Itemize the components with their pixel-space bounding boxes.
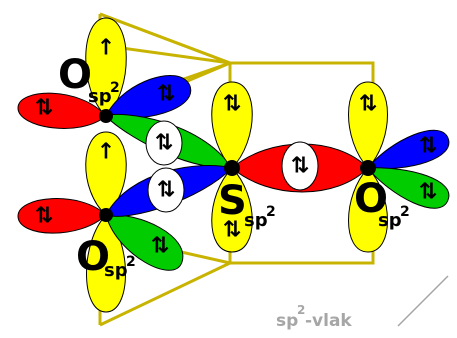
arrow-o-upper-left: ⇅ <box>35 96 53 121</box>
arrow-o-lower-green: ⇅ <box>151 234 169 259</box>
label-o-lower-sup: 2 <box>126 254 136 270</box>
arrow-o-right-top: ⇅ <box>359 92 377 117</box>
o-lower-lobe-red <box>18 199 106 234</box>
nucleus-o-right <box>360 160 376 176</box>
arrow-bond-upper: ⇅ <box>155 131 173 156</box>
arrow-o-right-blue: ⇅ <box>419 134 437 159</box>
nucleus-o-lower <box>99 208 113 222</box>
arrow-s-top: ⇅ <box>223 92 241 117</box>
nucleus-o-upper <box>99 109 113 123</box>
arrow-o-upper-lower: ↑ <box>97 140 115 165</box>
label-o-upper-sup: 2 <box>110 80 120 96</box>
arrow-o-right-green: ⇅ <box>419 180 437 205</box>
arrow-o-upper-blue: ⇅ <box>157 82 175 107</box>
label-o-lower-hybrid: sp <box>104 260 128 281</box>
label-o-upper: O <box>58 52 92 98</box>
label-o-upper-hybrid: sp <box>88 86 112 107</box>
arrow-o-upper-top: ↑ <box>97 36 115 61</box>
label-o-right-hybrid: sp <box>378 210 402 231</box>
arrow-bond-lower: ⇅ <box>157 178 175 203</box>
plane-label-base: sp <box>276 311 298 331</box>
plane-label: sp 2 -vlak <box>276 276 448 331</box>
arrow-o-lower-left: ⇅ <box>35 204 53 229</box>
label-s-sup: 2 <box>266 204 276 220</box>
label-s: S <box>218 178 247 224</box>
label-s-hybrid: sp <box>244 210 268 231</box>
nucleus-s <box>224 160 240 176</box>
label-o-right-sup: 2 <box>400 204 410 220</box>
plane-edge-line <box>398 276 448 326</box>
arrow-bond-right: ⇅ <box>291 154 309 179</box>
plane-label-suffix: -vlak <box>305 311 352 331</box>
